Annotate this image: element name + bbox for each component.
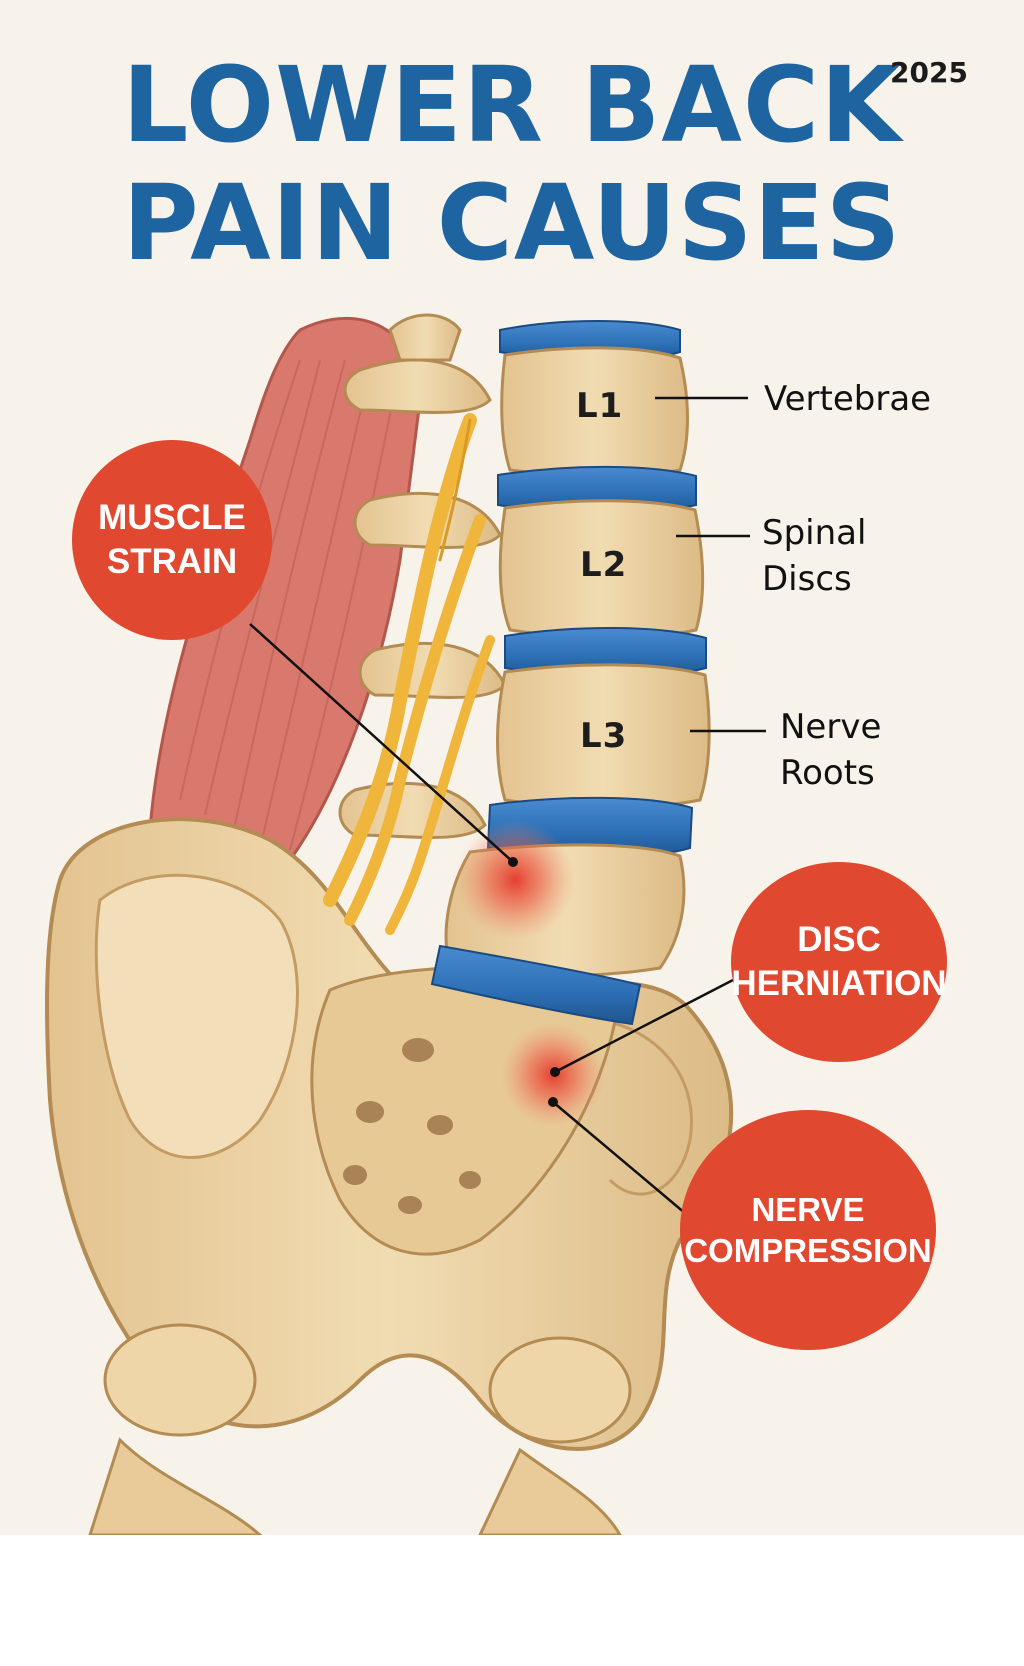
title-line-2: PAIN CAUSES (122, 162, 902, 284)
vertebra-label-l2: L2 (580, 545, 628, 585)
nerve-compression-line2: COMPRESSION (684, 1232, 932, 1269)
pointer-dot-nerve (548, 1097, 558, 1107)
leader-lines (249, 396, 766, 1215)
muscle-strain-line1: MUSCLE (98, 498, 246, 538)
pointer-dot-muscle (508, 857, 518, 867)
cause-nerve-compression: NERVE COMPRESSION (680, 1110, 936, 1350)
vertebra-label-l3: L3 (580, 716, 628, 756)
vertebra-label-l1: L1 (576, 386, 624, 426)
callout-spinal-discs-line1: Spinal (762, 513, 867, 553)
pointer-dot-disc (550, 1067, 560, 1077)
callout-spinal-discs: Spinal Discs (762, 510, 866, 602)
muscle-strain-line2: STRAIN (106, 542, 238, 581)
nerve-compression-line1: NERVE (751, 1190, 865, 1228)
disc-herniation-line1: DISC (797, 920, 881, 960)
page-title: LOWER BACK PAIN CAUSES (0, 46, 1024, 282)
callout-nerve-roots: Nerve Roots (780, 704, 881, 796)
spine-illustration (45, 313, 766, 1535)
cause-muscle-strain: MUSCLE STRAIN (72, 440, 272, 640)
poster: LOWER BACK PAIN CAUSES 2025 (0, 0, 1024, 1535)
title-line-1: LOWER BACK (122, 44, 902, 166)
cause-disc-herniation: DISC HERNIATION (731, 862, 947, 1062)
disc-herniation-line2: HERNIATION (731, 964, 947, 1003)
callout-nerve-roots-line2: Roots (780, 753, 875, 793)
year-label: 2025 (890, 56, 968, 89)
callout-vertebrae: Vertebrae (764, 379, 932, 419)
callout-nerve-roots-line1: Nerve (780, 707, 882, 747)
pain-spot-upper (455, 820, 575, 940)
callout-spinal-discs-line2: Discs (762, 559, 852, 599)
nerve-roots-drawing (323, 413, 495, 935)
